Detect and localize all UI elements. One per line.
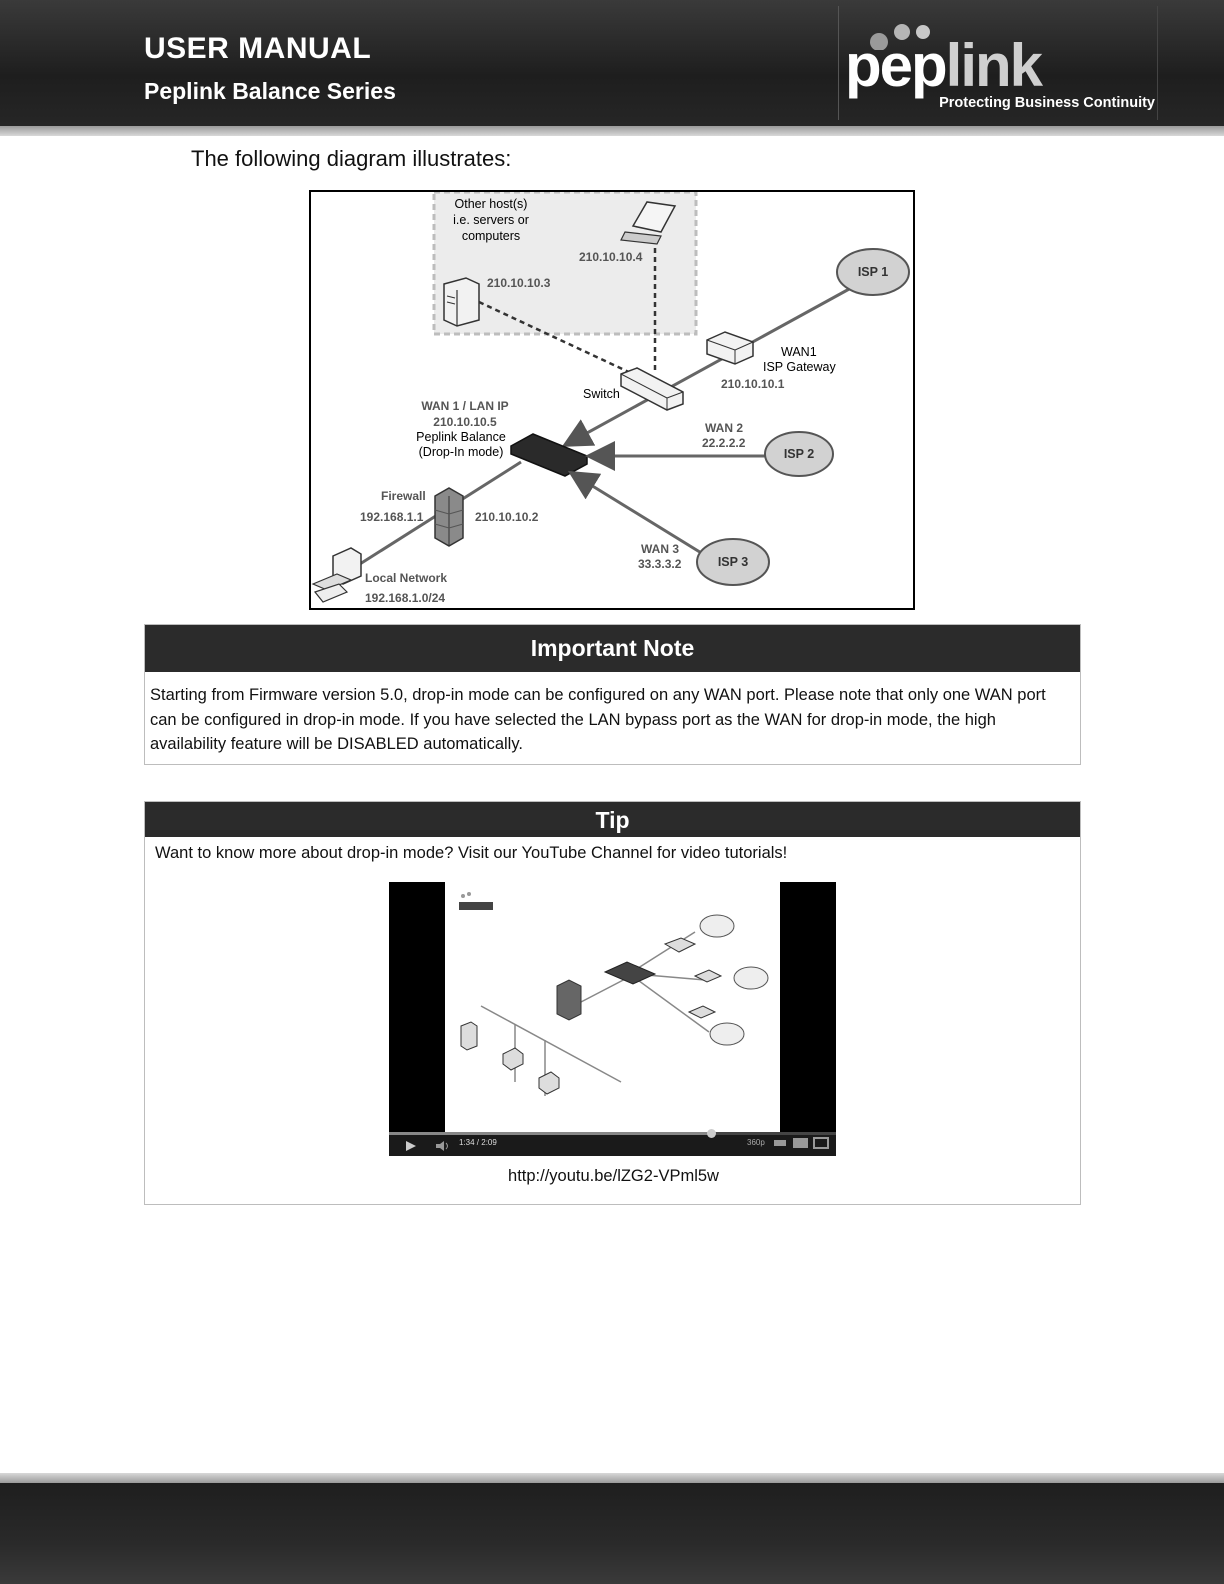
video-scrubber-handle[interactable]: [707, 1129, 716, 1138]
video-thumbnail[interactable]: [445, 882, 780, 1132]
tip-box: Tip Want to know more about drop-in mode…: [144, 801, 1081, 1205]
video-quality[interactable]: 360p: [747, 1138, 765, 1147]
video-time: 1:34 / 2:09: [459, 1138, 497, 1147]
host3-ip: 210.10.10.3: [487, 276, 551, 290]
volume-icon[interactable]: [435, 1140, 451, 1152]
page-footer: [0, 1483, 1224, 1584]
isp1-label: ISP 1: [858, 265, 888, 279]
footer-divider: [0, 1473, 1224, 1483]
youtube-video-player[interactable]: 1:34 / 2:09 360p: [389, 882, 836, 1156]
fw-outer-ip: 210.10.10.2: [475, 510, 539, 524]
firewall-label: Firewall: [381, 489, 426, 503]
other-hosts-label-1: Other host(s): [455, 197, 528, 211]
peplink-logo: peplink Protecting Business Continuity: [838, 6, 1158, 120]
balance-ip: 210.10.10.5: [433, 415, 497, 429]
wan3-label: WAN 3: [641, 542, 679, 556]
wan1-label: WAN1: [781, 345, 817, 359]
isp2-label: ISP 2: [784, 447, 814, 461]
gateway-router-icon: [707, 332, 753, 364]
local-subnet: 192.168.1.0/24: [365, 591, 445, 605]
manual-subtitle: Peplink Balance Series: [144, 78, 396, 105]
video-progress-fill: [389, 1132, 712, 1135]
youtube-link[interactable]: http://youtu.be/lZG2-VPml5w: [145, 1167, 1082, 1186]
server-icon: [444, 278, 479, 326]
video-control-bar[interactable]: 1:34 / 2:09 360p: [389, 1132, 836, 1156]
gateway-ip: 210.10.10.1: [721, 377, 785, 391]
fw-inner-ip: 192.168.1.1: [360, 510, 424, 524]
drop-in-mode-diagram: Other host(s) i.e. servers or computers …: [309, 190, 915, 610]
logo-wordmark: peplink: [845, 36, 1041, 96]
peplink-balance-label: Peplink Balance: [416, 430, 506, 444]
important-note-box: Important Note Starting from Firmware ve…: [144, 624, 1081, 765]
wan2-ip: 22.2.2.2: [702, 436, 746, 450]
isp-gateway-label: ISP Gateway: [763, 360, 836, 374]
tip-body: Want to know more about drop-in mode? Vi…: [145, 837, 1080, 864]
firewall-icon: [435, 488, 463, 546]
important-note-body: Starting from Firmware version 5.0, drop…: [145, 672, 1080, 757]
switch-icon: [621, 368, 683, 410]
play-icon[interactable]: [405, 1140, 417, 1152]
switch-label: Switch: [583, 387, 620, 401]
host4-ip: 210.10.10.4: [579, 250, 643, 264]
wan2-label: WAN 2: [705, 421, 743, 435]
large-player-icon[interactable]: [793, 1138, 808, 1148]
header-divider: [0, 126, 1224, 136]
local-pc-icon: [313, 548, 361, 602]
fullscreen-icon[interactable]: [813, 1137, 829, 1149]
isp3-label: ISP 3: [718, 555, 748, 569]
wan3-ip: 33.3.3.2: [638, 557, 682, 571]
local-network-label: Local Network: [365, 571, 447, 585]
small-player-icon[interactable]: [774, 1140, 786, 1146]
page-header: USER MANUAL Peplink Balance Series pepli…: [0, 0, 1224, 126]
tip-heading: Tip: [145, 802, 1080, 837]
other-hosts-label-3: computers: [462, 229, 520, 243]
important-note-heading: Important Note: [145, 625, 1080, 672]
thumbnail-logo-icon: [459, 892, 493, 910]
logo-tagline: Protecting Business Continuity: [939, 95, 1155, 111]
dropin-mode-label: (Drop-In mode): [419, 445, 504, 459]
other-hosts-label-2: i.e. servers or: [453, 213, 529, 227]
intro-text: The following diagram illustrates:: [191, 146, 511, 172]
wan1-lan-ip-label: WAN 1 / LAN IP: [421, 399, 508, 413]
manual-title: USER MANUAL: [144, 32, 371, 66]
